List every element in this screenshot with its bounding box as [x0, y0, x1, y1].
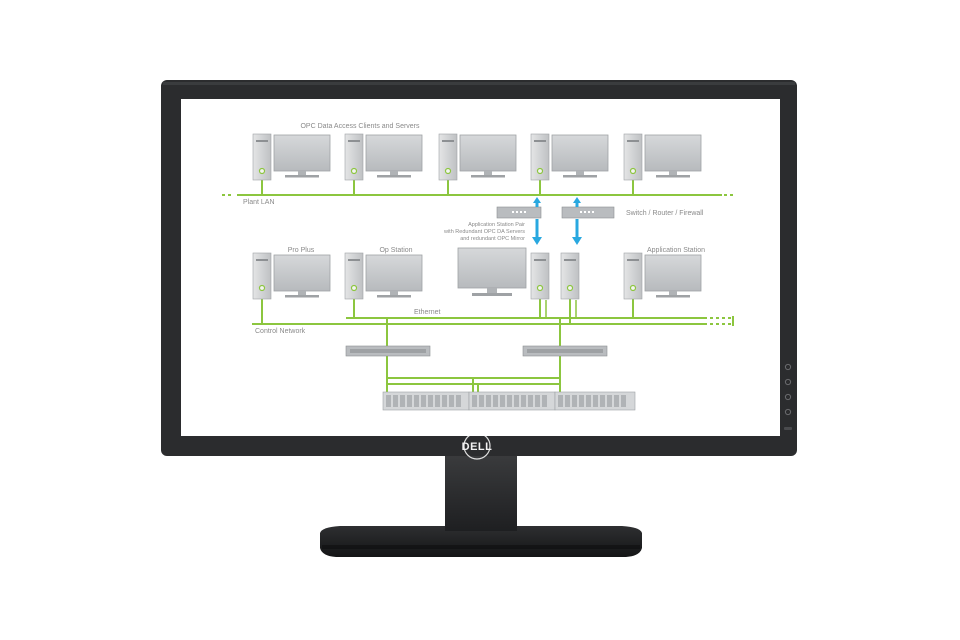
- note-line-3: and redundant OPC Mirror: [460, 236, 525, 242]
- controller-rack-3: [554, 391, 636, 411]
- diagram-title: OPC Data Access Clients and Servers: [300, 123, 420, 130]
- arrow-up-icon: [533, 197, 581, 207]
- lower-links: [386, 318, 561, 392]
- application-station-workstation: [623, 252, 702, 300]
- firewall-switch-2: [561, 206, 615, 219]
- control-switch-1: [345, 345, 431, 357]
- plant-lan-line: [222, 180, 735, 196]
- application-station-server-1: [530, 252, 550, 300]
- pro-plus-label: Pro Plus: [288, 247, 315, 254]
- plant-lan-label: Plant LAN: [243, 199, 275, 206]
- controller-rack-2: [468, 391, 556, 411]
- controller-rack-1: [382, 391, 470, 411]
- op-station-workstation: [344, 252, 423, 300]
- workstation-top-2: [344, 133, 423, 181]
- note-line-1: Application Station Pair: [468, 222, 525, 228]
- switch-label: Switch / Router / Firewall: [626, 210, 704, 217]
- control-switch-2: [522, 345, 608, 357]
- monitor-buttons[interactable]: [784, 363, 792, 430]
- workstation-top-1: [252, 133, 331, 181]
- workstation-top-3: [438, 133, 517, 181]
- pro-plus-workstation: [252, 252, 331, 300]
- brand-text: DELL: [462, 441, 493, 453]
- application-station-label: Application Station: [647, 247, 705, 254]
- firewall-switch-1: [496, 206, 542, 219]
- note-line-2: with Redundant OPC DA Servers: [443, 229, 525, 235]
- workstation-top-4: [530, 133, 609, 181]
- app-station-note: Application Station Pair with Redundant …: [443, 222, 525, 242]
- ethernet-label: Ethernet: [414, 309, 441, 316]
- control-network-label: Control Network: [255, 328, 306, 335]
- op-station-label: Op Station: [379, 247, 412, 254]
- workstation-top-5: [623, 133, 702, 181]
- network-diagram: OPC Data Access Clients and Servers Plan…: [222, 123, 735, 411]
- application-station-server-2: [560, 252, 580, 300]
- shared-monitor: [457, 247, 527, 296]
- monitor-stand: [320, 455, 642, 557]
- arrow-down-icon: [532, 219, 582, 245]
